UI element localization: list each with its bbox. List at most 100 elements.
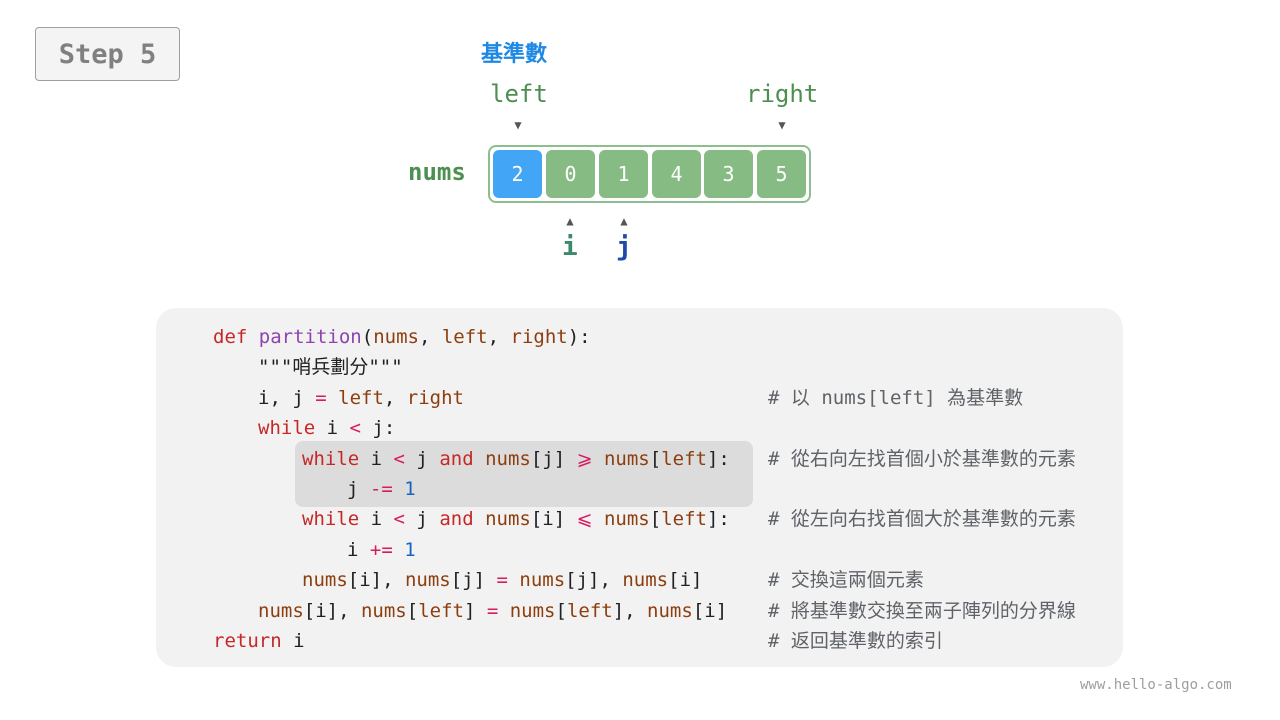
array-cell-4: 3	[704, 150, 753, 198]
code-token: [	[406, 600, 419, 622]
code-token: nums	[302, 569, 348, 591]
code-token: i	[359, 508, 394, 530]
code-token: j	[404, 448, 440, 470]
code-token: nums	[622, 569, 669, 591]
code-token: and	[439, 508, 474, 530]
code-token: nums	[507, 569, 566, 591]
code-line-5: while i < j and nums[j] ⩾ nums[left]:	[302, 447, 730, 471]
code-comment-9: # 交換這兩個元素	[768, 569, 924, 591]
code-token: nums	[404, 569, 451, 591]
right-pointer-label: right	[746, 80, 819, 108]
code-token: [i]	[668, 569, 703, 591]
code-line-7: while i < j and nums[i] ⩽ nums[left]:	[302, 507, 730, 531]
code-token: -=	[369, 478, 393, 500]
code-token: [i],	[303, 600, 361, 622]
code-token: ,	[418, 326, 442, 348]
code-comment-11: # 返回基準數的索引	[768, 630, 943, 652]
code-token: nums	[258, 600, 304, 622]
code-token: [i],	[347, 569, 405, 591]
i-pointer-arrow-icon: ▲	[566, 214, 574, 228]
code-token: [	[649, 508, 662, 530]
code-line-3: i, j = left, right	[258, 386, 464, 410]
code-token: left	[566, 600, 613, 622]
code-token: <	[349, 417, 361, 439]
code-token: ]:	[706, 448, 730, 470]
code-token: ⩽	[576, 508, 593, 530]
code-token: right	[406, 387, 464, 409]
left-pointer-label: left	[490, 80, 548, 108]
code-token: i	[281, 630, 305, 652]
code-token: """哨兵劃分"""	[258, 356, 403, 378]
code-token: nums	[473, 448, 531, 470]
code-token: j	[404, 508, 440, 530]
j-pointer-label: j	[616, 232, 632, 262]
code-token: ]	[463, 600, 487, 622]
code-token	[393, 539, 404, 561]
code-token: while	[302, 508, 360, 530]
code-token: left	[661, 508, 707, 530]
code-token	[393, 478, 404, 500]
code-token: j	[292, 387, 304, 409]
code-line-1: def partition(nums, left, right):	[213, 325, 591, 349]
code-token: +=	[369, 539, 393, 561]
code-token: i	[258, 387, 270, 409]
code-token: ],	[612, 600, 648, 622]
array-label: nums	[408, 158, 466, 186]
code-token: ,	[269, 387, 293, 409]
code-token: [i]	[692, 600, 728, 622]
code-token: [j]	[450, 569, 497, 591]
code-token: =	[303, 387, 339, 409]
code-token: nums	[498, 600, 556, 622]
code-highlight	[295, 441, 753, 507]
code-token: ):	[567, 326, 591, 348]
code-token: while	[258, 417, 316, 439]
code-token: =	[486, 600, 499, 622]
array-cell-3: 4	[652, 150, 701, 198]
code-token: 1	[404, 478, 416, 500]
code-comment-5: # 從右向左找首個小於基準數的元素	[768, 448, 1076, 470]
code-comment-7: # 從左向右找首個大於基準數的元素	[768, 508, 1076, 530]
code-token: left	[338, 387, 384, 409]
j-pointer-arrow-icon: ▲	[620, 214, 628, 228]
watermark: www.hello-algo.com	[1080, 677, 1232, 693]
code-token: return	[213, 630, 282, 652]
code-token: left	[661, 448, 707, 470]
code-token: partition	[258, 326, 362, 348]
step-badge: Step 5	[35, 27, 180, 81]
code-token: [	[555, 600, 567, 622]
code-token: and	[439, 448, 474, 470]
code-token: nums	[360, 600, 407, 622]
code-token: <	[393, 448, 405, 470]
code-comment-3: # 以 nums[left] 為基準數	[768, 387, 1024, 409]
code-token: nums	[592, 448, 650, 470]
array-cell-5: 5	[757, 150, 806, 198]
code-line-10: nums[i], nums[left] = nums[left], nums[i…	[258, 599, 727, 623]
code-token: ]:	[706, 508, 730, 530]
code-token: 1	[404, 539, 416, 561]
array-cell-1: 0	[546, 150, 595, 198]
code-line-9: nums[i], nums[j] = nums[j], nums[i]	[302, 568, 702, 592]
code-token: j	[347, 478, 370, 500]
right-pointer-arrow-icon: ▼	[778, 118, 786, 132]
code-token: nums	[592, 508, 650, 530]
code-token: ,	[383, 387, 407, 409]
code-token: =	[496, 569, 508, 591]
code-token: [i]	[530, 508, 577, 530]
code-token: [	[649, 448, 662, 470]
code-token: [j]	[530, 448, 577, 470]
code-line-4: while i < j:	[258, 416, 395, 440]
code-token: [j],	[565, 569, 623, 591]
code-line-11: return i	[213, 629, 305, 653]
array-cell-0: 2	[493, 150, 542, 198]
code-token: def	[213, 326, 248, 348]
code-token: ,	[487, 326, 511, 348]
code-token: i	[315, 417, 350, 439]
code-token: <	[393, 508, 405, 530]
left-pointer-arrow-icon: ▼	[514, 118, 522, 132]
code-line-6: j -= 1	[347, 477, 416, 501]
code-line-8: i += 1	[347, 538, 416, 562]
code-token: right	[510, 326, 568, 348]
code-token: i	[347, 539, 370, 561]
code-token: nums	[647, 600, 693, 622]
code-token: (	[361, 326, 374, 348]
